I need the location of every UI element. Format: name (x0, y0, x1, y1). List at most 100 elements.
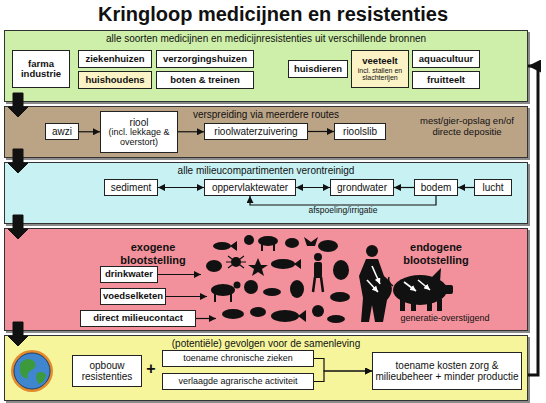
connector-arrow (308, 131, 334, 132)
animal-silhouette (271, 310, 299, 322)
band-heading: verspreiding via meerdere routes (5, 109, 527, 121)
pig-silhouette (411, 300, 416, 311)
process-box: riool(incl. lekkage & overstort) (100, 111, 178, 153)
logo (11, 350, 53, 392)
box-label: awzi (52, 126, 72, 137)
process-box: opbouw resistenties (72, 355, 142, 387)
pig-silhouette (400, 299, 405, 311)
transfer-arrow (418, 280, 430, 290)
human-silhouette (313, 277, 323, 292)
box-label: fruitteelt (427, 75, 465, 85)
exposure-arrow (196, 318, 216, 319)
process-box: sediment (104, 179, 158, 196)
box-label: incl. stallen en slachterijen (354, 67, 406, 82)
animal-silhouette (258, 236, 278, 246)
box-label: toename chronische zieken (183, 354, 293, 364)
box-label: rioolslib (343, 126, 377, 137)
box-label: direct milieucontact (93, 313, 183, 323)
source-box: huishoudens (78, 71, 152, 89)
source-box: veeteeltincl. stallen en slachterijen (351, 50, 409, 88)
process-box: verlaagde agrarische activiteit (162, 373, 314, 390)
source-box: aquacultuur (412, 50, 480, 68)
process-box: awzi (45, 123, 79, 140)
source-box: voedselketen (100, 288, 166, 305)
box-label: sediment (111, 182, 152, 193)
band-heading: exogene blootstelling (111, 241, 195, 266)
connector-arrow (458, 187, 474, 188)
exposure-arrow (158, 274, 201, 275)
logo-land (20, 359, 36, 378)
animal-silhouette (271, 259, 295, 269)
endogenous-illustration (359, 245, 453, 322)
animal-silhouette (333, 260, 349, 280)
flow-arrow (8, 322, 28, 346)
flow-arrow (8, 215, 28, 239)
animal-silhouette (226, 256, 246, 268)
note-label: mest/gier-opslag en/of directe depositie (408, 116, 526, 138)
pig-silhouette (437, 299, 442, 311)
connector-arrow (314, 359, 372, 372)
box-label: opbouw resistenties (75, 360, 139, 382)
pig-silhouette (389, 277, 394, 286)
logo-land (36, 372, 46, 384)
flow-arrow (8, 93, 28, 117)
animal-silhouette (213, 242, 231, 250)
animal-silhouette (312, 305, 324, 317)
transfer-arrow (404, 282, 416, 291)
box-label: rioolwaterzuivering (214, 126, 297, 137)
box-label: boten & treinen (170, 75, 240, 85)
process-box: bodem (414, 179, 458, 196)
diagram-title: Kringloop medicijnen en resistenties (0, 3, 546, 25)
box-label: oppervlaktewater (212, 182, 288, 193)
stage-band: exogene blootstellingendogene blootstell… (4, 228, 528, 331)
process-box: oppervlaktewater (204, 179, 296, 196)
animal-silhouette (250, 307, 266, 317)
animal-silhouette (222, 309, 244, 319)
source-box: verzorgingshuizen (156, 50, 254, 68)
animal-silhouette (206, 260, 222, 272)
stage-band: alle milieucompartimenten verontreinigds… (4, 162, 528, 224)
animal-cluster (206, 235, 350, 323)
transfer-arrow (372, 266, 380, 284)
pig-silhouette (427, 300, 432, 311)
box-label: voedselketen (103, 291, 163, 301)
box-label: huisdieren (294, 64, 342, 74)
logo-ring (11, 350, 53, 392)
source-box: drinkwater (100, 266, 158, 283)
source-box: direct milieucontact (80, 310, 196, 327)
box-label: lucht (482, 182, 503, 193)
note-label: + (142, 360, 160, 378)
woman-silhouette (359, 259, 392, 322)
band-heading: alle soorten medicijnen en medicijnresis… (5, 33, 527, 45)
connector-arrow (79, 131, 100, 132)
connector-arrow (296, 187, 330, 188)
source-box: boten & treinen (156, 71, 254, 89)
animal-silhouette (244, 235, 254, 245)
animal-silhouette (230, 241, 237, 251)
connector-arrow (394, 187, 414, 188)
connector-arrow (528, 66, 538, 375)
pig-silhouette (444, 285, 453, 294)
process-box: rioolslib (334, 123, 386, 140)
box-label: grondwater (337, 182, 387, 193)
source-box: huisdieren (288, 60, 348, 78)
animal-silhouette (304, 237, 318, 246)
animal-silhouette (273, 244, 275, 251)
process-box: toename kosten zorg & milieubeheer + min… (372, 352, 522, 390)
stage-band: alle soorten medicijnen en medicijnresis… (4, 30, 528, 102)
stage-band: (potentiële) gevolgen voor de samenlevin… (4, 335, 528, 401)
pig-silhouette (432, 268, 441, 282)
exposure-arrow (166, 296, 207, 297)
woman-silhouette (366, 245, 378, 257)
animal-silhouette (231, 257, 241, 267)
process-box: grondwater (330, 179, 394, 196)
process-box: lucht (474, 179, 512, 196)
box-label: aquacultuur (419, 54, 473, 64)
animal-silhouette (211, 284, 235, 296)
animal-silhouette (298, 310, 306, 322)
source-box: farma industrie (12, 50, 70, 88)
box-label: ziekenhuizen (85, 54, 144, 64)
box-label: toename kosten zorg & milieubeheer + min… (375, 360, 519, 382)
